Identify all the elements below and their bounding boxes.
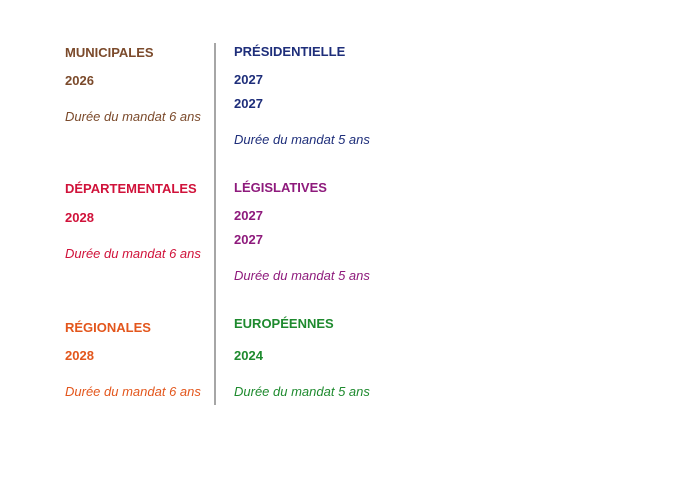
regionales-mandate: Durée du mandat 6 ans bbox=[65, 384, 201, 399]
departementales-title: DÉPARTEMENTALES bbox=[65, 181, 197, 196]
presidentielle-title: PRÉSIDENTIELLE bbox=[234, 44, 346, 59]
column-divider bbox=[214, 43, 216, 405]
europeennes-mandate: Durée du mandat 5 ans bbox=[234, 384, 370, 399]
europeennes-year: 2024 bbox=[234, 348, 263, 363]
departementales-mandate: Durée du mandat 6 ans bbox=[65, 246, 201, 261]
presidentielle-mandate: Durée du mandat 5 ans bbox=[234, 132, 370, 147]
legislatives-year-2: 2027 bbox=[234, 232, 263, 247]
departementales-year: 2028 bbox=[65, 210, 94, 225]
legislatives-year-1: 2027 bbox=[234, 208, 263, 223]
presidentielle-year-1: 2027 bbox=[234, 72, 263, 87]
municipales-year: 2026 bbox=[65, 73, 94, 88]
legislatives-title: LÉGISLATIVES bbox=[234, 180, 327, 195]
europeennes-title: EUROPÉENNES bbox=[234, 316, 334, 331]
presidentielle-year-2: 2027 bbox=[234, 96, 263, 111]
municipales-mandate: Durée du mandat 6 ans bbox=[65, 109, 201, 124]
municipales-title: MUNICIPALES bbox=[65, 45, 154, 60]
legislatives-mandate: Durée du mandat 5 ans bbox=[234, 268, 370, 283]
regionales-year: 2028 bbox=[65, 348, 94, 363]
regionales-title: RÉGIONALES bbox=[65, 320, 151, 335]
